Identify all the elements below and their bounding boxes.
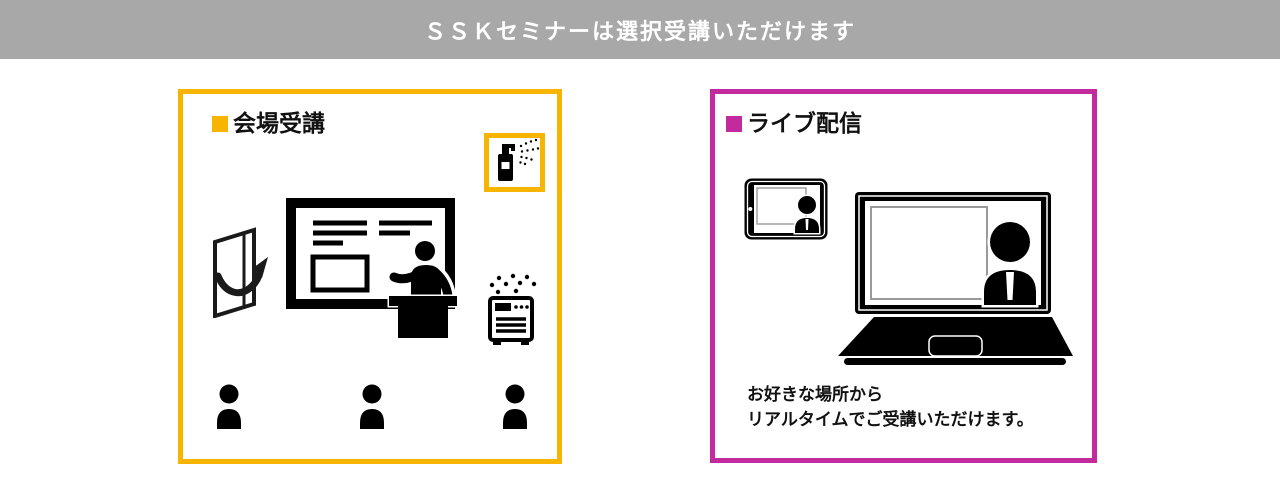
live-description-line2: リアルタイムでご受講いただけます。 [747,410,1034,429]
hand-sanitizer-spray-icon [484,133,545,192]
live-description: お好きな場所から リアルタイムでご受講いただけます。 [747,382,1034,432]
venue-card-title: 会場受講 [212,112,325,135]
header-bar: ＳＳＫセミナーは選択受講いただけます [0,0,1280,59]
bullet-square-icon [726,115,742,132]
tablet-stream-icon [744,178,828,240]
live-option-card: ライブ配信 お好きな場所から リアルタ [710,89,1097,463]
page-title: ＳＳＫセミナーは選択受講いただけます [423,18,856,44]
whiteboard-presenter-icon [286,198,459,338]
venue-label: 会場受講 [233,110,325,136]
venue-option-card: 会場受講 [178,89,562,464]
attendee-icon [360,384,384,429]
bullet-square-icon [212,115,228,132]
live-label: ライブ配信 [747,110,862,136]
live-card-title: ライブ配信 [726,112,862,135]
air-purifier-icon [488,273,537,345]
attendee-icon [503,384,527,429]
attendee-icon [217,384,241,429]
laptop-stream-icon [838,192,1073,365]
open-window-ventilation-icon [213,227,268,318]
live-description-line1: お好きな場所から [747,385,883,404]
